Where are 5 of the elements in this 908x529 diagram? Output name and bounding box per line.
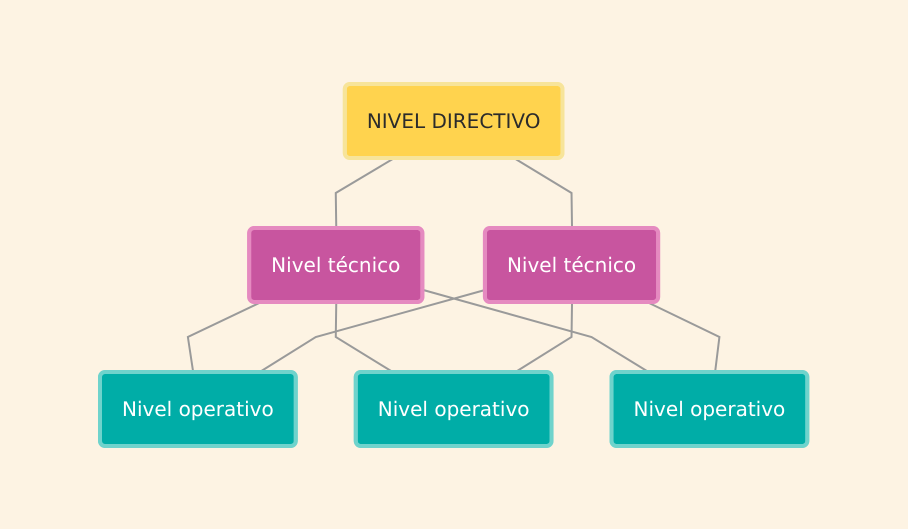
- connector: [514, 302, 574, 373]
- connector: [514, 157, 574, 228]
- connector: [335, 157, 394, 228]
- connector: [648, 301, 721, 372]
- connector: [187, 301, 262, 372]
